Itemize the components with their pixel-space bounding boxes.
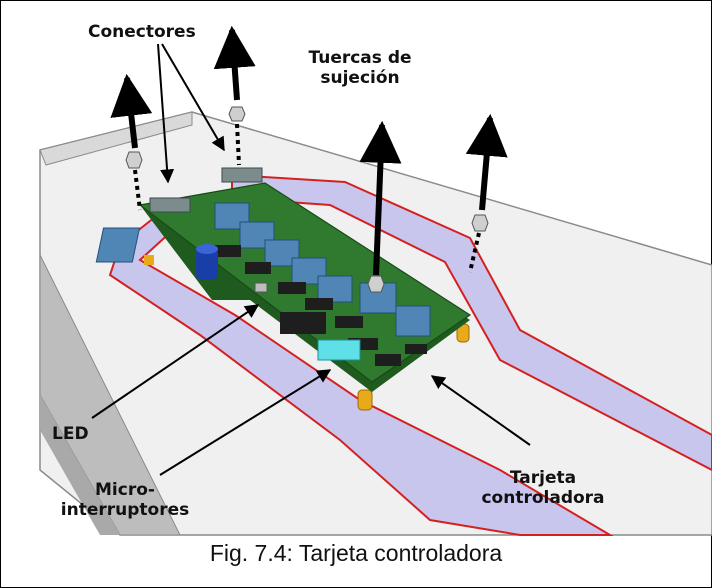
- ic-chips: [215, 245, 427, 366]
- label-led: LED: [52, 424, 89, 444]
- label-tarjeta-line1: Tarjeta: [509, 468, 577, 488]
- label-tuercas-line2: sujeción: [320, 68, 400, 88]
- removal-arrows: [110, 25, 508, 276]
- connectors: [95, 202, 431, 337]
- figure-caption: Fig. 7.4: Tarjeta controladora: [209, 540, 503, 566]
- label-conectores: Conectores: [88, 22, 196, 42]
- callout-arrows: [91, 43, 531, 476]
- nuts: [125, 106, 489, 293]
- label-tuercas: Tuercas de sujeción: [300, 48, 420, 88]
- dashed-lines: [133, 123, 481, 273]
- label-tarjeta: Tarjeta controladora: [478, 468, 608, 508]
- dip-switch: [317, 339, 361, 361]
- label-micro-line1: Micro-: [95, 480, 155, 500]
- standoffs: [144, 255, 470, 411]
- capacitor: [196, 244, 218, 280]
- ribbon-cables: [108, 173, 712, 536]
- label-micro: Micro- interruptores: [55, 480, 195, 520]
- led: [254, 282, 268, 293]
- label-tuercas-line1: Tuercas de: [308, 48, 412, 68]
- label-tarjeta-line2: controladora: [481, 488, 605, 508]
- cable-ends: [149, 167, 263, 213]
- label-micro-line2: interruptores: [60, 500, 190, 520]
